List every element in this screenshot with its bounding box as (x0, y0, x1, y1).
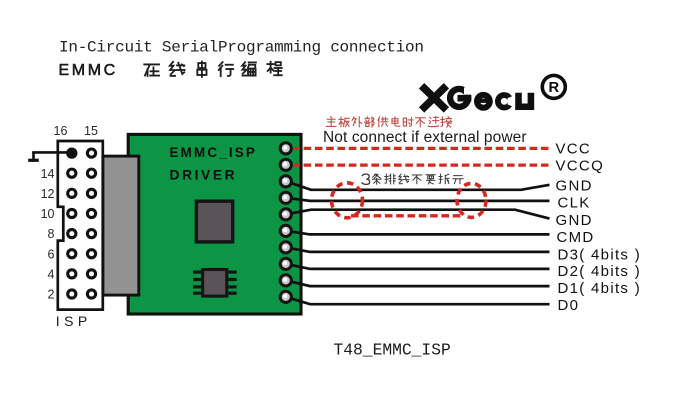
svg-text:Not connect if external power: Not connect if external power (323, 129, 527, 146)
svg-text:2: 2 (48, 288, 55, 302)
svg-text:DRIVER: DRIVER (170, 168, 238, 183)
svg-text:6: 6 (48, 247, 55, 261)
svg-text:D1( 4bits ): D1( 4bits ) (558, 280, 642, 297)
svg-text:10: 10 (41, 207, 55, 221)
svg-text:EMMC: EMMC (59, 62, 118, 79)
svg-text:EMMC_ISP: EMMC_ISP (170, 145, 258, 160)
svg-text:GND: GND (556, 178, 593, 195)
svg-text:D2( 4bits ): D2( 4bits ) (558, 263, 642, 280)
svg-text:In-Circuit SerialProgramming c: In-Circuit SerialProgramming connection (59, 39, 424, 57)
svg-text:12: 12 (41, 187, 55, 201)
svg-text:R: R (548, 80, 559, 96)
svg-text:GND: GND (556, 212, 593, 229)
svg-text:15: 15 (84, 124, 98, 138)
svg-text:T48_EMMC_ISP: T48_EMMC_ISP (334, 341, 451, 360)
svg-text:CMD: CMD (557, 229, 595, 246)
svg-text:ISP: ISP (56, 313, 92, 329)
svg-text:4: 4 (48, 267, 55, 281)
svg-text:16: 16 (54, 124, 68, 138)
svg-text:VCC: VCC (556, 140, 592, 157)
svg-text:D3( 4bits ): D3( 4bits ) (558, 247, 642, 264)
svg-text:8: 8 (48, 227, 55, 241)
svg-text:CLK: CLK (558, 194, 591, 211)
svg-text:14: 14 (41, 167, 55, 181)
svg-text:D0: D0 (558, 297, 580, 314)
svg-text:VCCQ: VCCQ (556, 158, 605, 175)
